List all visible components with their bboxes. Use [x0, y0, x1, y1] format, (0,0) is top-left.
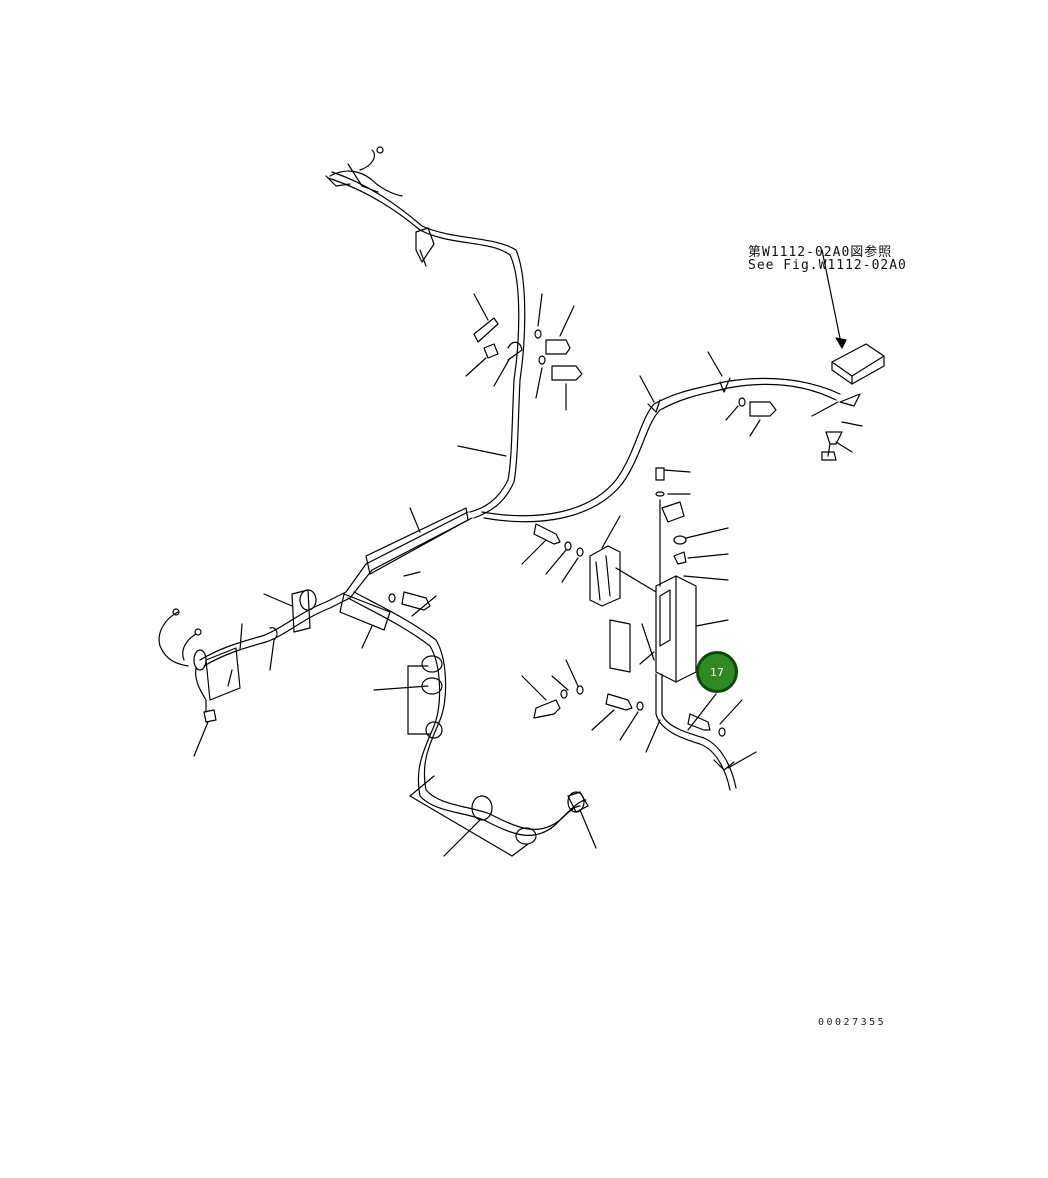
- reference-note-en: See Fig.W1112-02A0: [748, 258, 907, 273]
- harness-left: [193, 507, 589, 845]
- part-callout-17[interactable]: 17: [696, 651, 738, 693]
- harness-top: [325, 146, 526, 519]
- reference-note-jp: 第W1112-02A0図参照: [748, 245, 893, 260]
- top-clamp-group: [457, 293, 583, 457]
- part-callout-label: 17: [710, 665, 724, 679]
- harness-lower-right: [639, 623, 757, 791]
- left-wires: [158, 608, 217, 723]
- bracket-assembly: [589, 467, 729, 683]
- harness-right: [481, 351, 841, 523]
- center-bolts: [521, 523, 743, 741]
- leader-lines-left: [193, 507, 597, 857]
- drawing-number: 00027355: [818, 1017, 887, 1028]
- controller-box: [811, 249, 885, 461]
